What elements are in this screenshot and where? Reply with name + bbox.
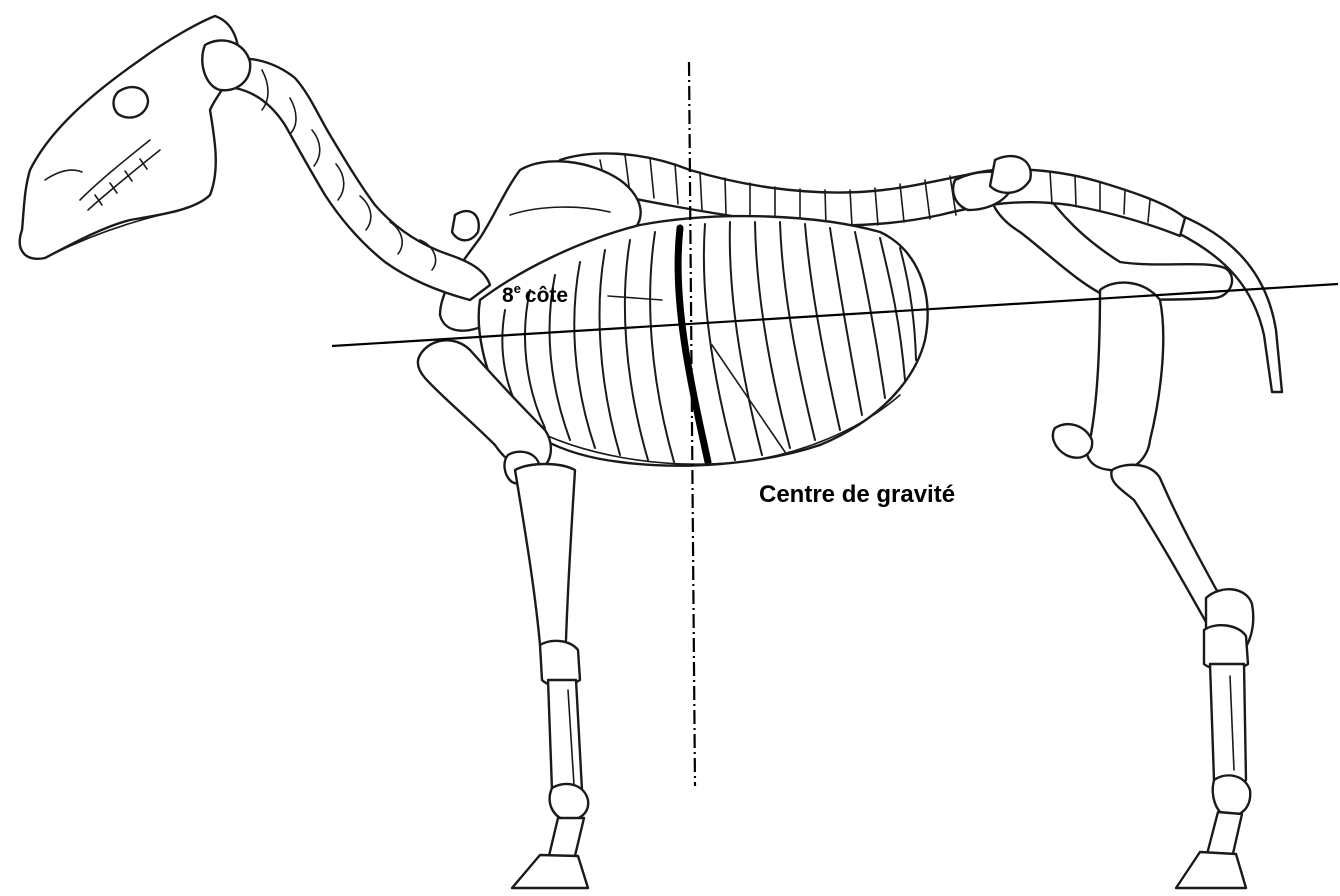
fore-hoof bbox=[512, 855, 588, 888]
center-of-gravity-label: Centre de gravité bbox=[759, 481, 955, 508]
tail bbox=[1176, 215, 1282, 392]
fore-cannon bbox=[548, 680, 582, 798]
hind-leg bbox=[989, 167, 1253, 888]
hind-hoof bbox=[1176, 852, 1246, 888]
skull bbox=[20, 16, 250, 259]
neck bbox=[218, 58, 490, 300]
radius bbox=[515, 464, 575, 655]
hind-cannon bbox=[1210, 664, 1246, 788]
femur bbox=[1087, 283, 1163, 471]
